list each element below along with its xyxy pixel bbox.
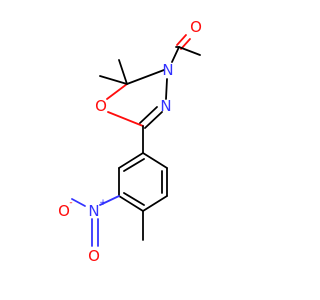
methyl-2-bond	[99, 75, 128, 85]
nitro-n-charge: +	[99, 198, 107, 208]
ring-n-acetyl-label: N	[162, 61, 173, 79]
aryl-nitro-bond	[99, 195, 120, 206]
ring-oxygen-label: O	[95, 97, 107, 115]
nitro-n-o-minus-bond	[71, 198, 86, 207]
ring-n4-c5-double-bond-b	[139, 106, 158, 124]
benzene-bond-6	[142, 152, 168, 169]
nitro-o-minus-label: O	[58, 202, 70, 220]
carbonyl-double-bond-a	[176, 34, 187, 46]
ring-c2-n3-bond	[126, 69, 165, 85]
ring-n4-c5-double-bond-a	[144, 111, 163, 129]
carbonyl-oxygen-label: O	[190, 18, 202, 36]
ring-o1-c2-bond	[106, 83, 128, 100]
carbonyl-double-bond-b	[180, 38, 191, 50]
nitro-n-label: N	[88, 202, 99, 220]
benzene-bond-3-inner	[123, 192, 145, 206]
methyl-1-bond	[118, 59, 128, 85]
bond-lines	[71, 34, 201, 247]
ring-c5-o1-bond	[107, 111, 144, 127]
benzene-bond-3	[118, 195, 144, 212]
ring-n-imine-label: N	[160, 97, 171, 115]
nitro-o-minus-charge: -	[69, 198, 72, 208]
ring-n3-n4-bond	[165, 78, 168, 100]
acetyl-methyl-bond	[178, 46, 201, 56]
benzene-bond-4	[142, 195, 168, 212]
benzene-bond-1-inner	[123, 158, 145, 172]
molecule-structure: O N N O N + O - O	[58, 18, 202, 265]
atom-labels: O N N O N + O - O	[58, 18, 202, 265]
nitro-o-double-label: O	[88, 247, 100, 265]
benzene-bond-1	[118, 152, 144, 169]
acetyl-c-n-bond	[171, 46, 180, 63]
